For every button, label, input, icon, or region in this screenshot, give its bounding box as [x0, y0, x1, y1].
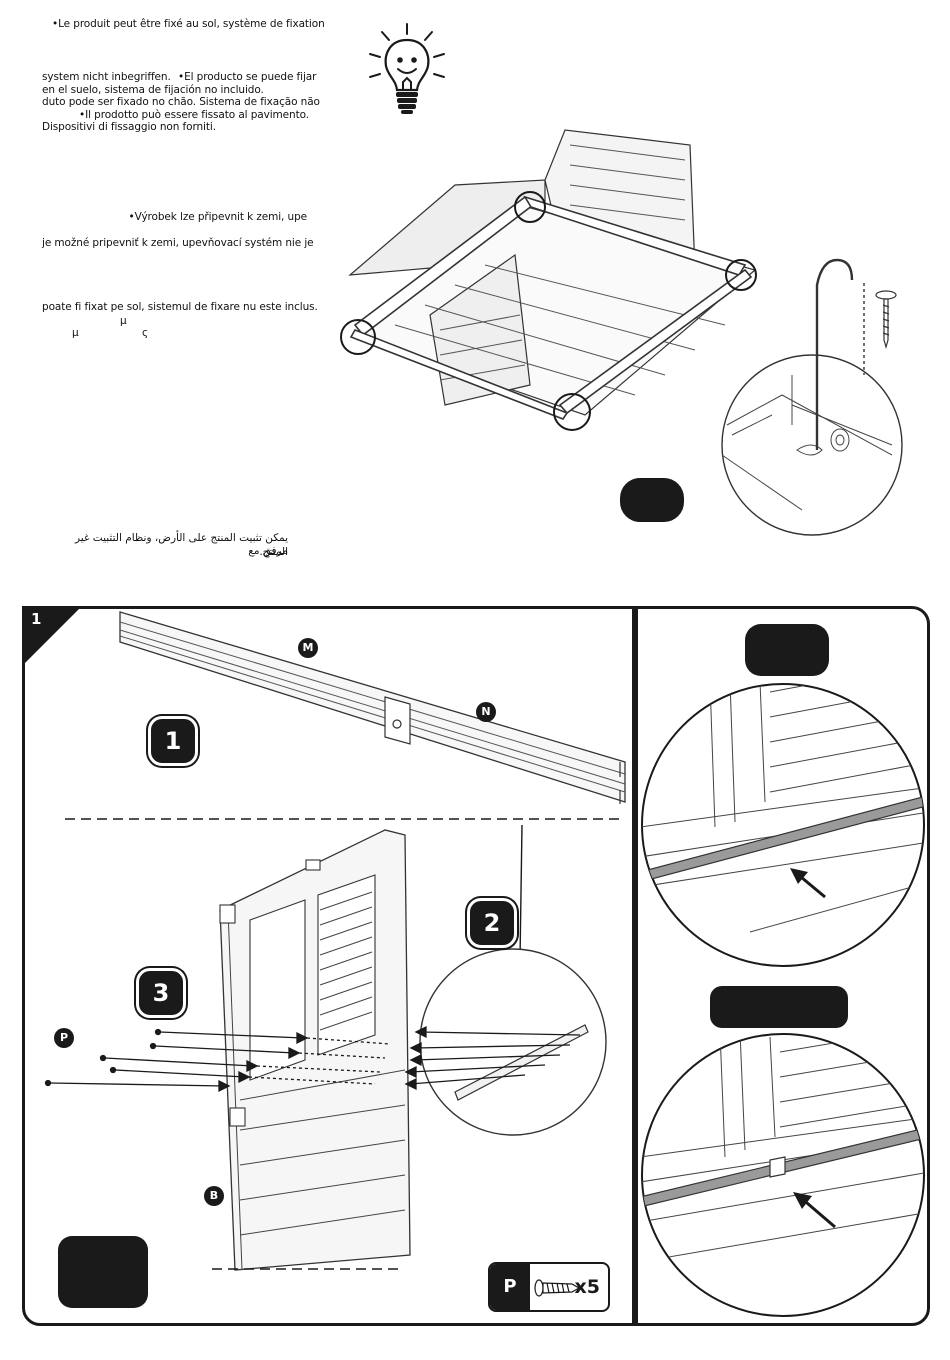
right-bottom-detail-circle	[641, 1033, 925, 1317]
note-gr-a: μ	[120, 315, 127, 327]
note-es-a: •El producto se puede fijar	[178, 71, 317, 83]
top-label-pill	[620, 478, 684, 522]
hardware-code: P	[490, 1264, 530, 1310]
floor-frame-illustration	[340, 129, 757, 431]
part-label-n: N	[476, 702, 496, 722]
bottom-left-label-pill	[58, 1236, 148, 1308]
note-ar-a: يمكن تثبيت المنتج على الأرض، ونظام التثب…	[74, 532, 288, 557]
anchor-detail-circle	[721, 258, 903, 536]
part-label-m: M	[298, 638, 318, 658]
note-cs: •Výrobek lze připevnit k zemi, upe	[128, 211, 308, 223]
guide-dashed-line	[65, 818, 625, 820]
hardware-count: x5	[574, 1276, 600, 1298]
note-gr-b: μ	[72, 327, 79, 339]
note-de: system nicht inbegriffen.	[42, 71, 171, 83]
substep-3-badge: 3	[136, 968, 186, 1018]
step-corner	[22, 606, 82, 666]
part-label-b: B	[204, 1186, 224, 1206]
note-ar-b: المنتج.	[259, 546, 288, 558]
screw-arrows	[44, 1028, 391, 1093]
bottom-dashed-line	[212, 1268, 404, 1270]
step-divider	[632, 606, 638, 1326]
note-pt: duto pode ser fixado no chão. Sistema de…	[42, 96, 320, 108]
step-number: 1	[31, 610, 42, 628]
part-label-p: P	[54, 1028, 74, 1048]
note-gr-c: ς	[142, 327, 149, 339]
note-it-b: Dispositivi di fissaggio non forniti.	[42, 121, 216, 133]
profile-detail-circle	[404, 824, 607, 1136]
note-es-b: en el suelo, sistema de fijación no incl…	[42, 84, 264, 96]
note-fr: •Le produit peut être fixé au sol, systè…	[52, 18, 325, 30]
lightbulb-icon	[369, 23, 445, 114]
substep-1-badge: 1	[148, 716, 198, 766]
screw-icon	[534, 1279, 581, 1297]
door-panel-illustration	[219, 829, 411, 1271]
note-sk: je možné pripevniť k zemi, upevňovací sy…	[42, 237, 314, 249]
substep-2-badge: 2	[467, 898, 517, 948]
note-ro: poate fi fixat pe sol, sistemul de fixar…	[42, 301, 318, 313]
right-bottom-label-pill	[710, 986, 848, 1028]
hardware-tag: P x5	[488, 1262, 610, 1312]
right-top-detail-circle	[641, 683, 925, 967]
right-top-label-pill	[745, 624, 829, 676]
note-it-a: •Il prodotto può essere fissato al pavim…	[79, 109, 309, 121]
step-frame	[22, 606, 930, 1326]
rail-illustration	[119, 611, 626, 804]
